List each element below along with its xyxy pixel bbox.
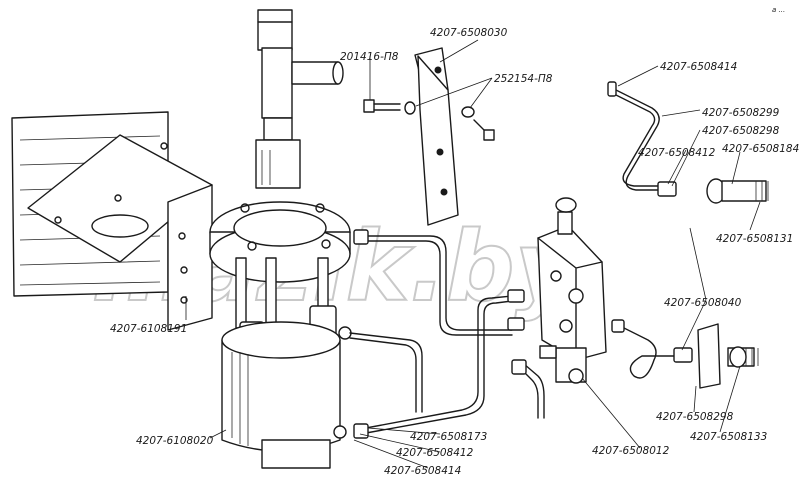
corner-mark: a ... bbox=[772, 6, 785, 14]
leader-lines bbox=[185, 39, 761, 469]
label-4207-6508030: 4207-6508030 bbox=[430, 27, 508, 39]
pipe-lines bbox=[349, 87, 681, 434]
label-4207-6508414-bottom: 4207-6508414 bbox=[384, 465, 461, 477]
label-4207-6508298-top: 4207-6508298 bbox=[702, 125, 780, 137]
label-4207-6108020: 4207-6108020 bbox=[136, 435, 214, 447]
power-cylinder-unit bbox=[209, 9, 352, 469]
label-201416-p8: 201416-П8 bbox=[340, 51, 399, 63]
label-4207-6508298-bottom: 4207-6508298 bbox=[656, 411, 734, 423]
label-4207-6508184: 4207-6508184 bbox=[722, 143, 799, 155]
label-4207-6508412-top: 4207-6508412 bbox=[638, 147, 716, 159]
label-4207-6508173: 4207-6508173 bbox=[410, 431, 487, 443]
label-4207-6508412-bottom: 4207-6508412 bbox=[396, 447, 474, 459]
washer-nut-252154 bbox=[461, 106, 495, 141]
label-4207-6508414-top: 4207-6508414 bbox=[660, 61, 737, 73]
label-4207-6508133: 4207-6508133 bbox=[690, 431, 767, 443]
part-labels: 4207-6508030 201416-П8 252154-П8 4207-65… bbox=[110, 27, 799, 477]
fittings bbox=[353, 81, 769, 439]
mounting-bracket bbox=[11, 111, 213, 331]
bolt-201416 bbox=[363, 99, 416, 115]
label-4207-6508012: 4207-6508012 bbox=[592, 445, 670, 457]
label-252154-p8: 252154-П8 bbox=[494, 73, 553, 85]
label-4207-6508299: 4207-6508299 bbox=[702, 107, 780, 119]
label-4207-6508040: 4207-6508040 bbox=[664, 297, 742, 309]
label-4207-6508131: 4207-6508131 bbox=[716, 233, 793, 245]
valve-block bbox=[537, 197, 607, 384]
label-4207-6108191: 4207-6108191 bbox=[110, 323, 187, 335]
plate-bracket bbox=[414, 47, 459, 226]
